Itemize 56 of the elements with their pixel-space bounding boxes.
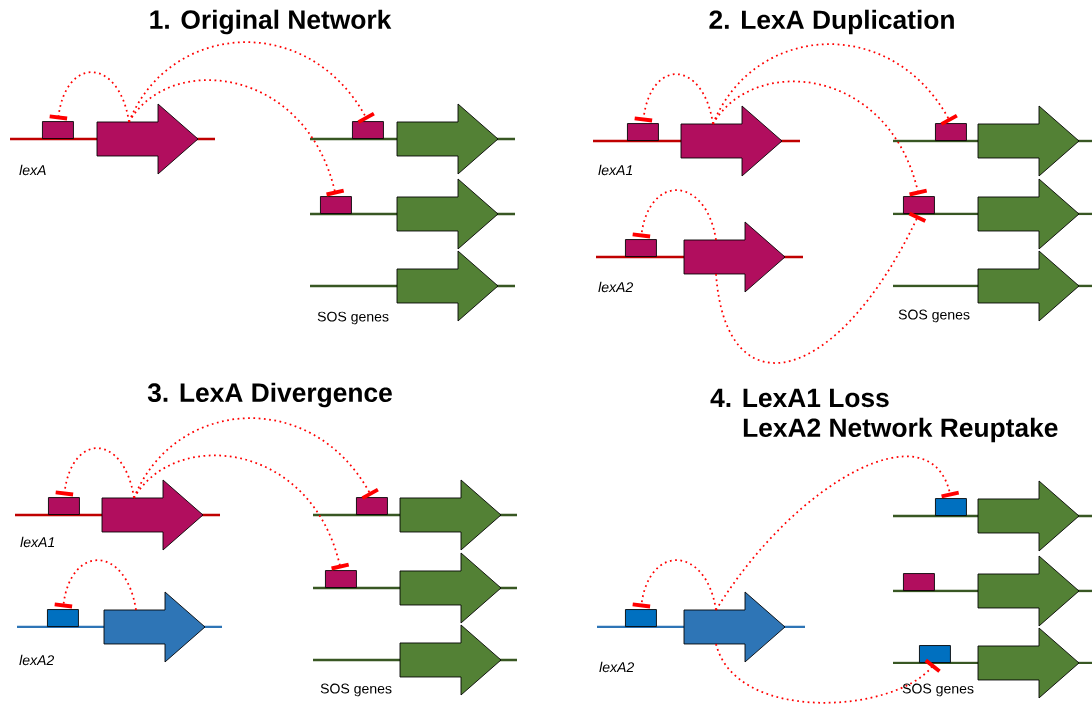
operator-box bbox=[625, 239, 657, 257]
gene-shape bbox=[396, 103, 499, 175]
inhibition-arc bbox=[55, 447, 135, 499]
gene-name: lexA1 bbox=[20, 536, 55, 548]
panel-title: 2. LexA Duplication bbox=[709, 9, 954, 35]
operator-box bbox=[903, 196, 935, 214]
gene-shape bbox=[683, 221, 786, 293]
gene-shape bbox=[683, 591, 786, 663]
gene-shape bbox=[103, 591, 206, 663]
operator-box bbox=[625, 609, 657, 627]
operator-box bbox=[47, 609, 79, 627]
operator-box bbox=[320, 196, 352, 214]
gene-shape bbox=[396, 250, 499, 322]
gene-shape bbox=[96, 103, 199, 175]
inhibition-arc bbox=[54, 559, 137, 611]
operator-box bbox=[903, 573, 935, 591]
operator-box bbox=[627, 123, 659, 141]
gene-name: lexA2 bbox=[599, 661, 635, 673]
gene-shape bbox=[399, 624, 502, 696]
gene-name: lexA2 bbox=[598, 281, 634, 293]
inhibition-arc bbox=[133, 417, 379, 500]
operator-box bbox=[42, 121, 74, 139]
gene-shape bbox=[977, 627, 1080, 699]
gene-shape bbox=[399, 552, 502, 624]
panel-title: 4. LexA1 Loss bbox=[710, 388, 889, 408]
inhibition-arc bbox=[715, 643, 941, 704]
gene-shape bbox=[680, 105, 783, 177]
inhibition-arc bbox=[634, 73, 714, 125]
operator-box bbox=[935, 123, 967, 141]
group-label: SOS genes bbox=[317, 311, 389, 325]
gene-shape bbox=[101, 479, 204, 551]
operator-box bbox=[352, 121, 384, 139]
gene-shape bbox=[399, 479, 502, 551]
panel-title: 3. LexA Divergence bbox=[147, 382, 392, 408]
gene-name: lexA2 bbox=[19, 654, 55, 666]
gene-shape bbox=[977, 480, 1080, 552]
gene-shape bbox=[396, 178, 499, 250]
gene-shape bbox=[977, 105, 1080, 177]
operator-box bbox=[48, 497, 80, 515]
operator-box bbox=[919, 645, 951, 663]
inhibition-arc bbox=[712, 43, 958, 126]
inhibition-arc bbox=[632, 189, 717, 241]
gene-shape bbox=[977, 555, 1080, 627]
inhibition-arc bbox=[632, 559, 717, 611]
operator-box bbox=[325, 570, 357, 588]
panel-title: 1. Original Network bbox=[150, 9, 392, 35]
panel-title: LexA2 Network Reuptake bbox=[743, 417, 1058, 443]
inhibition-arc bbox=[49, 71, 130, 123]
gene-shape bbox=[977, 250, 1080, 322]
gene-name: lexA bbox=[19, 164, 46, 176]
group-label: SOS genes bbox=[902, 683, 974, 697]
gene-shape bbox=[977, 178, 1080, 250]
gene-name: lexA1 bbox=[598, 164, 633, 176]
operator-box bbox=[935, 498, 967, 516]
operator-box bbox=[356, 497, 388, 515]
inhibition-arc bbox=[128, 41, 375, 124]
